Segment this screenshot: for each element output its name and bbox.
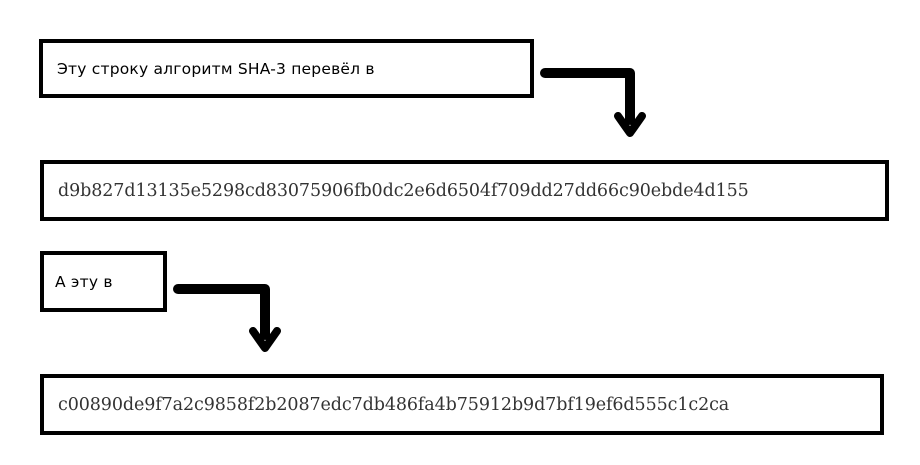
input-label-box-2: А эту в (40, 251, 167, 312)
input-label-2: А эту в (55, 272, 113, 291)
hash-output-1: d9b827d13135e5298cd83075906fb0dc2e6d6504… (58, 180, 749, 201)
hash-output-box-1: d9b827d13135e5298cd83075906fb0dc2e6d6504… (40, 160, 889, 221)
arrow-1-shaft (540, 68, 635, 125)
hash-output-2: c00890de9f7a2c9858f2b2087edc7db486fa4b75… (58, 394, 730, 415)
input-label-box-1: Эту строку алгоритм SHA-3 перевёл в (39, 39, 534, 98)
arrow-1-head (614, 112, 646, 137)
arrow-1 (540, 68, 646, 137)
hash-output-box-2: c00890de9f7a2c9858f2b2087edc7db486fa4b75… (40, 374, 884, 435)
arrow-2 (173, 284, 281, 352)
arrow-2-head (249, 327, 281, 352)
arrow-2-shaft (173, 284, 270, 340)
input-label-1: Эту строку алгоритм SHA-3 перевёл в (57, 59, 375, 78)
